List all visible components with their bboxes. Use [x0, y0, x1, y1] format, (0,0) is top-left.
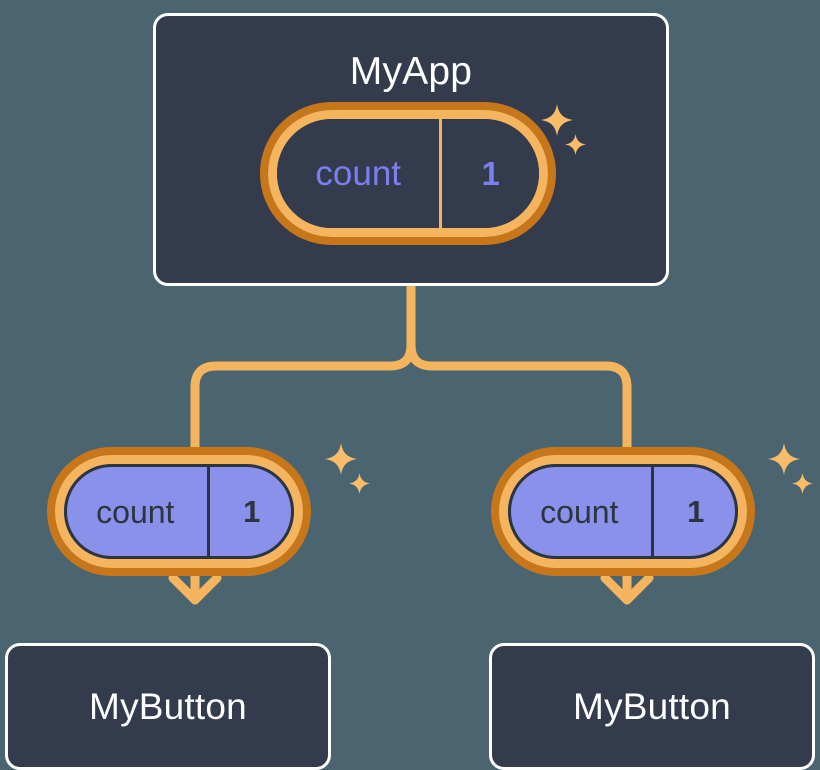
component-label-mybutton: MyButton — [573, 686, 731, 727]
sparkle-icon — [325, 443, 357, 475]
arrow-down-icon-right — [600, 573, 654, 605]
signal-pill-inner: count 1 — [508, 464, 738, 559]
signal-pill-root[interactable]: count 1 — [268, 110, 548, 237]
signal-name: count — [96, 493, 175, 530]
sparkle-icon — [792, 473, 813, 494]
signal-name: count — [540, 493, 619, 530]
component-label-myapp: MyApp — [349, 50, 473, 93]
signal-value: 1 — [206, 464, 294, 559]
component-box-mybutton-left: MyButton — [5, 643, 331, 770]
sparkle-icon — [768, 443, 800, 475]
arrow-down-icon-left — [168, 573, 222, 605]
signal-pill-inner: count 1 — [277, 119, 539, 228]
signal-value: 1 — [439, 119, 539, 228]
sparkle-icon — [349, 473, 370, 494]
signal-pill-child-left[interactable]: count 1 — [55, 455, 303, 568]
signal-pill-inner: count 1 — [64, 464, 294, 559]
signal-name: count — [315, 154, 402, 193]
component-label-mybutton: MyButton — [89, 686, 247, 727]
signal-pill-child-right[interactable]: count 1 — [499, 455, 747, 568]
signal-value: 1 — [650, 464, 738, 559]
component-box-mybutton-right: MyButton — [489, 643, 815, 770]
